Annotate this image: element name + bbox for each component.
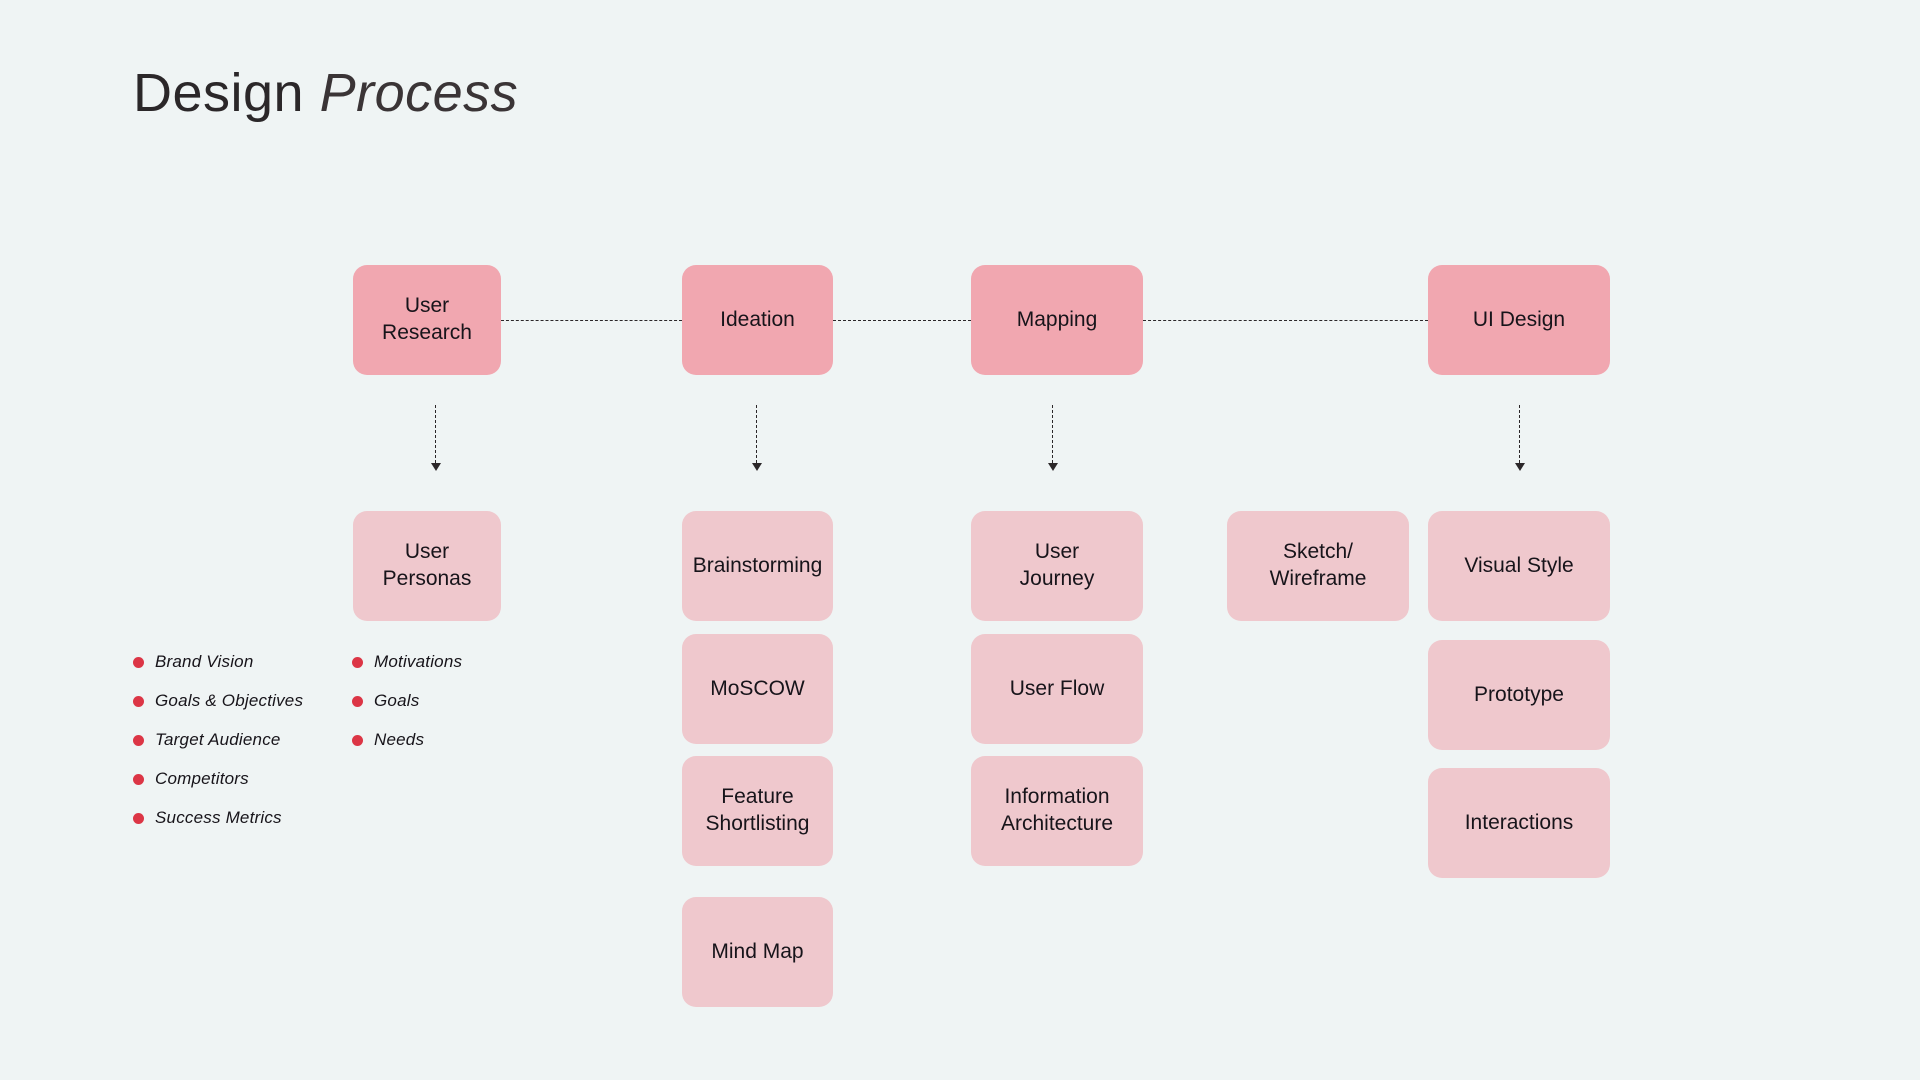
- sub-label-line2: Shortlisting: [705, 812, 810, 835]
- connector-user-research-to-ideation: [501, 320, 682, 321]
- bullet-item: Motivations: [352, 652, 462, 672]
- sub-box-mind-map[interactable]: Mind Map: [682, 897, 833, 1007]
- sub-label-line1: User Flow: [1009, 676, 1105, 700]
- arrow-ideation-down: [750, 405, 764, 475]
- bullet-item: Target Audience: [133, 730, 303, 750]
- sub-label-line1: User: [1034, 540, 1080, 564]
- sub-label-line1: Interactions: [1464, 810, 1574, 834]
- bullet-dot-icon: [133, 812, 144, 824]
- bullet-label: Success Metrics: [155, 808, 282, 827]
- sub-box-feature-shortlisting[interactable]: Feature Shortlisting: [682, 756, 833, 866]
- sub-box-sketch-wireframe[interactable]: Sketch/ Wireframe: [1227, 511, 1409, 621]
- phase-label-line1: Ideation: [720, 307, 795, 331]
- connector-ideation-to-mapping: [833, 320, 971, 321]
- sub-box-information-architecture[interactable]: Information Architecture: [971, 756, 1143, 866]
- sub-label-line1: Sketch/: [1282, 540, 1354, 564]
- bullet-dot-icon: [133, 656, 144, 668]
- bullet-dot-icon: [352, 734, 363, 746]
- sub-label-line1: MoSCOW: [710, 676, 805, 700]
- bullet-label: Target Audience: [155, 730, 281, 749]
- sub-box-visual-style[interactable]: Visual Style: [1428, 511, 1610, 621]
- sub-label-line2: Wireframe: [1269, 567, 1367, 590]
- bullet-item: Brand Vision: [133, 652, 303, 672]
- arrow-mapping-down: [1046, 405, 1060, 475]
- sub-box-user-journey[interactable]: User Journey: [971, 511, 1143, 621]
- bullet-label: Needs: [374, 730, 425, 749]
- sub-label-line1: Feature: [721, 785, 794, 809]
- bullet-item: Competitors: [133, 769, 303, 789]
- bullet-item: Success Metrics: [133, 808, 303, 828]
- phase-label-line2: Research: [382, 321, 472, 344]
- connector-mapping-to-ui-design: [1143, 320, 1428, 321]
- bullet-dot-icon: [133, 695, 144, 707]
- bullet-dot-icon: [133, 773, 144, 785]
- sub-label-line1: User: [404, 540, 450, 564]
- arrow-ui-design-down: [1513, 405, 1527, 475]
- bullet-item: Goals & Objectives: [133, 691, 303, 711]
- phase-box-mapping[interactable]: Mapping: [971, 265, 1143, 375]
- phase-label-line1: User: [404, 294, 450, 318]
- bullet-label: Motivations: [374, 652, 463, 671]
- title-primary: Design: [133, 63, 305, 123]
- sub-label-line1: Brainstorming: [692, 553, 823, 577]
- sub-label-line1: Prototype: [1474, 682, 1564, 706]
- bullet-label: Competitors: [155, 769, 249, 788]
- phase-label-line1: Mapping: [1016, 307, 1098, 331]
- arrow-user-research-down: [429, 405, 443, 475]
- sub-label-line1: Visual Style: [1464, 553, 1574, 577]
- phase-box-user-research[interactable]: User Research: [353, 265, 501, 375]
- sub-box-prototype[interactable]: Prototype: [1428, 640, 1610, 750]
- title-secondary: Process: [319, 63, 519, 123]
- sub-box-user-flow[interactable]: User Flow: [971, 634, 1143, 744]
- sub-box-user-personas[interactable]: User Personas: [353, 511, 501, 621]
- sub-label-line1: Information: [1004, 785, 1110, 809]
- phase-box-ideation[interactable]: Ideation: [682, 265, 833, 375]
- bullet-item: Needs: [352, 730, 462, 750]
- page-title: Design Process: [133, 62, 518, 124]
- sub-label-line2: Personas: [382, 567, 472, 590]
- bullet-list-column-1: Brand Vision Goals & Objectives Target A…: [133, 652, 303, 847]
- bullet-label: Goals: [374, 691, 420, 710]
- bullet-dot-icon: [133, 734, 144, 746]
- bullet-list-column-2: Motivations Goals Needs: [352, 652, 462, 769]
- phase-label-line1: UI Design: [1472, 307, 1566, 331]
- bullet-label: Goals & Objectives: [155, 691, 304, 710]
- bullet-item: Goals: [352, 691, 462, 711]
- sub-box-brainstorming[interactable]: Brainstorming: [682, 511, 833, 621]
- bullet-dot-icon: [352, 695, 363, 707]
- sub-label-line2: Architecture: [1000, 812, 1114, 835]
- sub-label-line1: Mind Map: [711, 939, 804, 963]
- sub-box-interactions[interactable]: Interactions: [1428, 768, 1610, 878]
- sub-box-moscow[interactable]: MoSCOW: [682, 634, 833, 744]
- bullet-dot-icon: [352, 656, 363, 668]
- bullet-label: Brand Vision: [155, 652, 254, 671]
- sub-label-line2: Journey: [1019, 567, 1095, 590]
- phase-box-ui-design[interactable]: UI Design: [1428, 265, 1610, 375]
